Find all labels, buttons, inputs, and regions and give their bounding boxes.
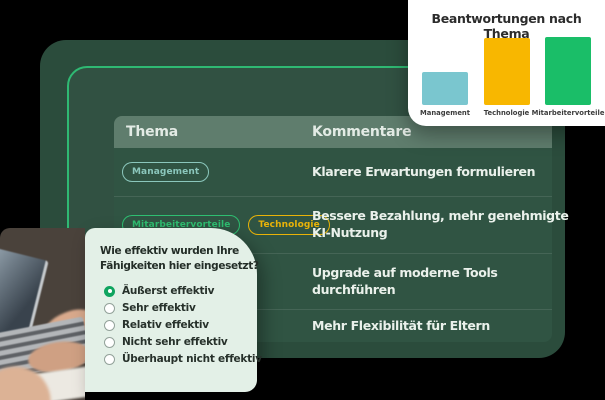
survey-option-label: Relativ effektiv [122, 319, 209, 332]
chart-card: Beantwortungen nach Thema Management Tech… [408, 0, 605, 126]
bar-category-label: Technologie [483, 109, 530, 117]
table-row: Mehr Flexibilität für Eltern [114, 309, 552, 342]
comment-line: Bessere Bezahlung, mehr genehmigte [312, 208, 569, 224]
comment-line: durchführen [312, 281, 396, 297]
survey-option-label: Äußerst effektiv [122, 285, 215, 298]
survey-question: Wie effektiv wurden Ihre Fähigkeiten hie… [85, 228, 259, 274]
survey-option-label: Überhaupt nicht effektiv [122, 353, 262, 366]
comment-line: Mehr Flexibilität für Eltern [312, 317, 490, 333]
column-header-thema: Thema [126, 124, 179, 140]
survey-option[interactable]: Überhaupt nicht effektiv [104, 353, 262, 365]
survey-option[interactable]: Sehr effektiv [104, 302, 257, 314]
radio-selected-icon[interactable] [104, 285, 115, 297]
radio-icon[interactable] [104, 302, 115, 314]
topic-tag: Management [122, 162, 210, 182]
bar-column: Mitarbeitervorteile [532, 37, 604, 117]
bar-category-label: Management [419, 109, 471, 117]
survey-question-line: Wie effektiv wurden Ihre [100, 245, 239, 257]
survey-option[interactable]: Relativ effektiv [104, 319, 257, 331]
chart-bar [483, 38, 530, 105]
bar-column: Technologie [483, 38, 530, 117]
radio-icon[interactable] [104, 336, 115, 348]
chart-bar [422, 72, 468, 105]
column-header-kommentare: Kommentare [312, 124, 412, 140]
photo-laptop-typing [0, 228, 85, 400]
survey-option[interactable]: Äußerst effektiv [104, 285, 257, 297]
survey-question-line: Fähigkeiten hier eingesetzt? [100, 260, 259, 273]
comment-cell: Klarere Erwartungen formulieren [312, 164, 552, 181]
survey-option-label: Nicht sehr effektiv [122, 336, 228, 349]
survey-option[interactable]: Nicht sehr effektiv [104, 336, 257, 348]
topic-tag-cell: Management [114, 162, 312, 182]
comment-line: KI-Nutzung [312, 225, 388, 240]
chart-bar [545, 37, 591, 105]
radio-icon[interactable] [104, 353, 115, 365]
survey-card: Wie effektiv wurden Ihre Fähigkeiten hie… [85, 228, 262, 392]
chart-title: Beantwortungen nach Thema [431, 11, 582, 41]
bar-category-label: Mitarbeitervorteile [531, 109, 605, 117]
bar-column: Management [420, 72, 470, 117]
table-row: Management Klarere Erwartungen formuliere… [114, 148, 552, 196]
comment-cell: Mehr Flexibilität für Eltern [312, 318, 552, 335]
topic-tag: Technologie [248, 215, 330, 235]
comment-line: Klarere Erwartungen formulieren [312, 163, 536, 179]
survey-option-label: Sehr effektiv [122, 302, 196, 315]
radio-icon[interactable] [104, 319, 115, 331]
comment-line: Upgrade auf moderne Tools [312, 264, 498, 280]
